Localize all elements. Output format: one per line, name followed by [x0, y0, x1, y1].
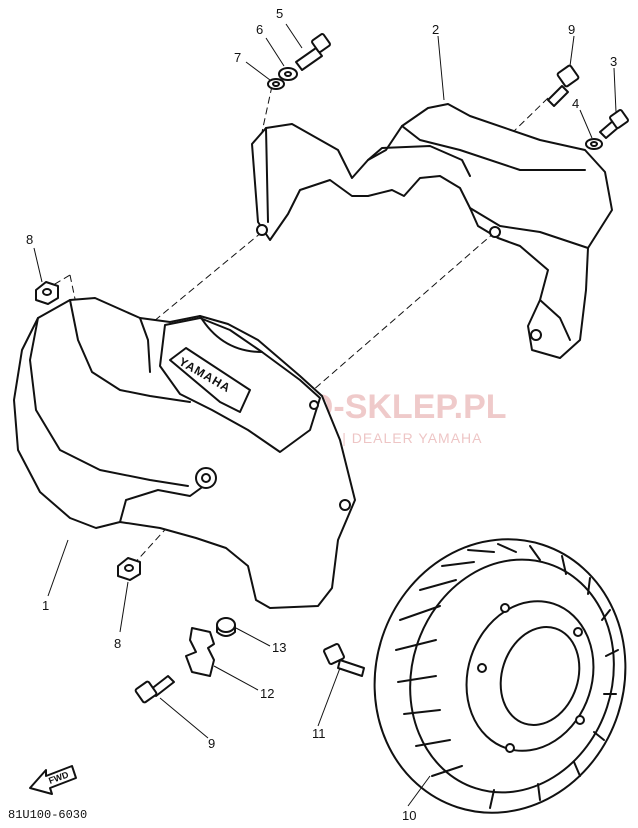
drawing-code: 81U100-6030	[8, 808, 87, 822]
callout-6: 6	[256, 22, 263, 37]
callout-12: 12	[260, 686, 274, 701]
callout-9-bottom: 9	[208, 736, 215, 751]
leader-lines	[33, 23, 617, 807]
bolt-part-9-bottom	[134, 675, 175, 704]
callout-5: 5	[276, 6, 283, 21]
washer-part-7	[267, 78, 285, 90]
callout-1: 1	[42, 598, 49, 613]
upper-shroud-part-2	[251, 103, 613, 359]
callout-3: 3	[610, 54, 617, 69]
nut-part-8-top	[35, 281, 59, 305]
fwd-arrow: FWD	[29, 765, 77, 795]
bolt-part-11	[323, 643, 365, 677]
callout-7: 7	[234, 50, 241, 65]
callout-10: 10	[402, 808, 416, 823]
fan-cover-part-1: YAMAHA	[13, 297, 356, 609]
clip-part-12	[185, 627, 215, 677]
nut-part-8-bottom	[117, 557, 141, 581]
washer-part-4	[585, 138, 603, 150]
callout-11: 11	[312, 726, 326, 741]
washer-part-6	[278, 67, 298, 81]
callout-8-bottom: 8	[114, 636, 121, 651]
bolt-part-5	[295, 33, 331, 71]
collar-part-13	[216, 617, 236, 637]
callout-9-top: 9	[568, 22, 575, 37]
fan-blades	[395, 543, 619, 809]
flywheel-fan-part-10	[373, 538, 627, 814]
callout-labels: 5 6 7 2 9 3 4 8 1 8 13 12 9 11 10	[26, 6, 617, 823]
callout-13: 13	[272, 640, 286, 655]
callout-8-top: 8	[26, 232, 33, 247]
callout-2: 2	[432, 22, 439, 37]
bolt-part-3	[599, 109, 629, 139]
bolt-part-9-top	[547, 64, 580, 107]
callout-4: 4	[572, 96, 579, 111]
